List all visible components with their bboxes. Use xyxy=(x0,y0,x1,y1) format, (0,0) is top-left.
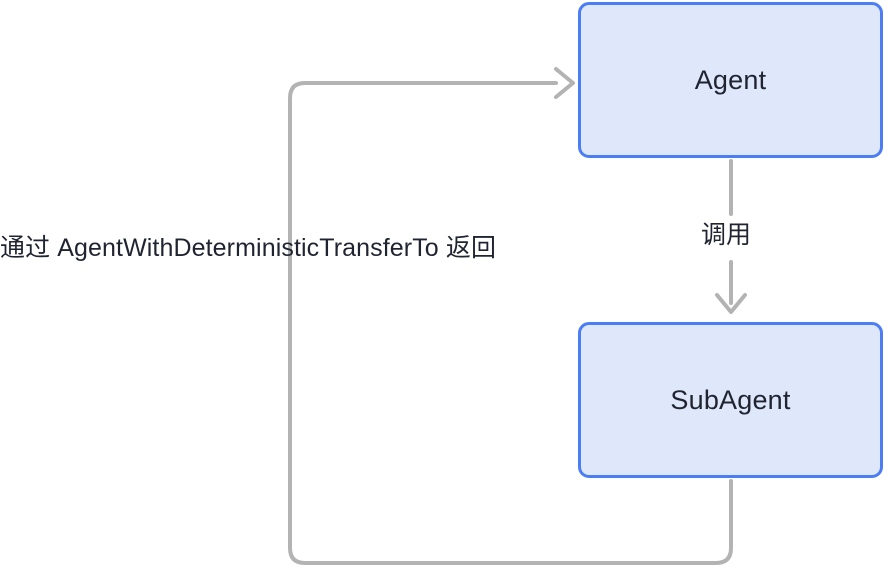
edge-return xyxy=(288,67,733,565)
node-agent-label: Agent xyxy=(694,64,767,95)
node-subagent[interactable]: SubAgent xyxy=(578,322,883,478)
edge-label-return: 通过 AgentWithDeterministicTransferTo 返回 xyxy=(0,234,497,262)
node-agent[interactable]: Agent xyxy=(578,2,883,158)
arrowhead-down-icon xyxy=(715,293,747,314)
edge-invoke xyxy=(715,159,747,314)
arrowhead-right-icon xyxy=(554,67,575,99)
node-subagent-label: SubAgent xyxy=(670,384,791,415)
edge-label-invoke: 调用 xyxy=(701,221,752,249)
